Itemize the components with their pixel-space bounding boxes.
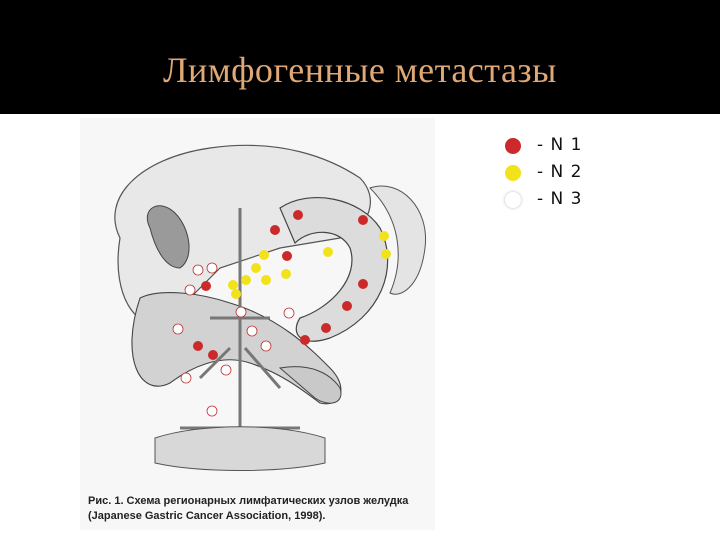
node-n3 <box>206 262 218 274</box>
node-n1 <box>321 323 331 333</box>
n2-nodes <box>228 231 391 299</box>
legend-label: - N 1 <box>537 135 583 155</box>
node-n2 <box>379 231 389 241</box>
figure-caption: Рис. 1. Схема регионарных лимфатических … <box>88 494 433 524</box>
yellow-dot-icon <box>505 165 521 181</box>
legend-label: - N 3 <box>537 189 583 209</box>
n1-nodes <box>193 210 368 360</box>
node-n2 <box>228 280 238 290</box>
node-n3 <box>246 325 258 337</box>
node-n1 <box>201 281 211 291</box>
node-n2 <box>231 289 241 299</box>
node-n1 <box>282 251 292 261</box>
node-n1 <box>270 225 280 235</box>
n3-nodes <box>172 262 295 417</box>
node-n1 <box>358 215 368 225</box>
node-n2 <box>259 250 269 260</box>
node-n1 <box>342 301 352 311</box>
node-n1 <box>208 350 218 360</box>
legend-item-n1: - N 1 <box>505 135 625 162</box>
jejunum-shape <box>278 366 342 404</box>
node-n1 <box>193 341 203 351</box>
node-n3 <box>180 372 192 384</box>
stomach-lymph-node-diagram <box>114 144 427 471</box>
node-n3 <box>192 264 204 276</box>
legend: - N 1 - N 2 - N 3 <box>505 135 625 216</box>
node-n1 <box>358 279 368 289</box>
node-n3 <box>184 284 196 296</box>
node-n3 <box>260 340 272 352</box>
anatomy-figure: Рис. 1. Схема регионарных лимфатических … <box>80 118 435 530</box>
node-n2 <box>323 247 333 257</box>
node-n3 <box>172 323 184 335</box>
node-n3 <box>283 307 295 319</box>
node-n1 <box>300 335 310 345</box>
vessels <box>180 208 300 430</box>
spleen-shape <box>369 185 427 295</box>
node-n3 <box>220 364 232 376</box>
slide-title: Лимфогенные метастазы <box>163 50 557 90</box>
node-n2 <box>381 249 391 259</box>
gallbladder-shape <box>146 205 190 269</box>
node-n3 <box>206 405 218 417</box>
caption-line-2: (Japanese Gastric Cancer Association, 19… <box>88 510 326 522</box>
legend-item-n2: - N 2 <box>505 162 625 189</box>
white-dot-icon <box>505 192 521 208</box>
node-n2 <box>251 263 261 273</box>
title-bar <box>0 0 720 114</box>
node-n2 <box>241 275 251 285</box>
intestine-shape <box>154 426 326 471</box>
caption-line-1: Рис. 1. Схема регионарных лимфатических … <box>88 495 409 507</box>
legend-label: - N 2 <box>537 162 583 182</box>
node-n2 <box>261 275 271 285</box>
node-n2 <box>281 269 291 279</box>
red-dot-icon <box>505 138 521 154</box>
node-n1 <box>293 210 303 220</box>
legend-item-n3: - N 3 <box>505 189 625 216</box>
node-n3 <box>235 306 247 318</box>
